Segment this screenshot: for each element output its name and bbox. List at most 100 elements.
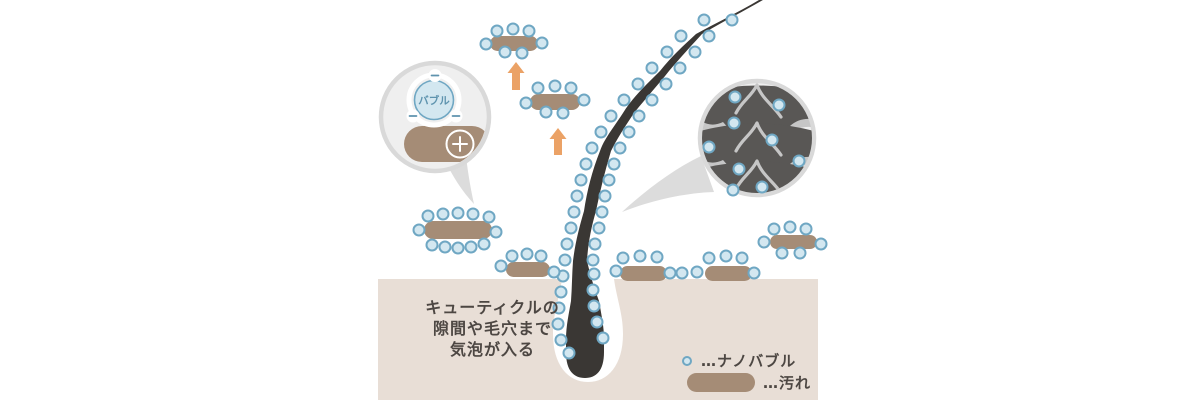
bubble-label: バブル — [418, 94, 450, 107]
nano-bubble — [421, 209, 435, 223]
nano-bubble — [498, 45, 512, 59]
dirt-capsule — [506, 262, 550, 277]
nano-bubble — [747, 266, 761, 280]
nano-bubble — [659, 77, 673, 91]
nano-bubble — [702, 29, 716, 43]
nano-bubble — [765, 133, 779, 147]
nano-bubble — [602, 173, 616, 187]
nano-bubble — [735, 251, 749, 265]
cuticle-closeup — [702, 83, 812, 193]
nano-bubble — [663, 266, 677, 280]
nano-bubble — [574, 173, 588, 187]
minus-charge-icon — [428, 69, 442, 82]
nano-bubble — [539, 105, 553, 119]
magnifier-right-tail — [622, 156, 714, 212]
cuticle-crack-line — [734, 83, 783, 119]
nano-bubble — [772, 98, 786, 112]
nano-bubble — [562, 346, 576, 360]
nano-bubble — [477, 237, 491, 251]
nano-bubble — [464, 240, 478, 254]
dirt-capsule — [490, 36, 538, 51]
caption: キューティクルの 隙間や毛穴まで 気泡が入る — [395, 297, 590, 360]
nano-bubble — [690, 265, 704, 279]
dirt-capsule — [620, 266, 667, 281]
legend-bubble-row: …ナノバブル — [682, 350, 796, 371]
nano-bubble — [592, 221, 606, 235]
nano-bubble — [564, 221, 578, 235]
nano-bubble — [688, 45, 702, 59]
nano-bubble — [585, 141, 599, 155]
dirt-capsule — [705, 266, 752, 281]
up-arrow — [549, 128, 567, 155]
arrows-layer — [507, 62, 567, 155]
nano-bubble — [554, 333, 568, 347]
nano-bubbles-layer — [412, 13, 828, 360]
nano-bubble — [570, 189, 584, 203]
nano-bubble — [650, 250, 664, 264]
legend-bubble-swatch — [682, 355, 692, 366]
nano-bubble — [594, 125, 608, 139]
nano-bubble — [515, 46, 529, 60]
nano-bubble — [727, 116, 741, 130]
nano-bubble — [697, 13, 711, 27]
caption-line: キューティクルの — [425, 298, 560, 317]
nano-bubble — [548, 79, 562, 93]
nano-bubble — [479, 37, 493, 51]
nano-bubble — [412, 223, 426, 237]
nano-bubble — [506, 22, 520, 36]
legend-dirt-swatch — [687, 373, 755, 392]
legend-bubble-label: …ナノバブル — [701, 352, 797, 370]
nano-bubble — [673, 61, 687, 75]
nano-bubble — [757, 235, 771, 249]
nano-bubble — [617, 93, 631, 107]
nano-bubble — [645, 93, 659, 107]
nano-bubble — [587, 299, 601, 313]
minus-charge-icon — [406, 109, 420, 123]
nano-bubble — [587, 267, 601, 281]
nano-bubble — [631, 77, 645, 91]
nano-bubble — [425, 238, 439, 252]
nano-bubble — [732, 162, 746, 176]
nano-bubble — [554, 285, 568, 299]
nano-bubble — [598, 189, 612, 203]
nano-bubble — [505, 249, 519, 263]
nano-bubble — [616, 251, 630, 265]
nano-bubble — [567, 205, 581, 219]
plus-charge-icon — [445, 129, 475, 159]
nano-bubble — [494, 259, 508, 273]
nano-bubble — [595, 205, 609, 219]
nano-bubble — [793, 246, 807, 260]
dirt-capsule — [770, 235, 817, 249]
nano-bubble — [674, 29, 688, 43]
nano-bubble — [560, 237, 574, 251]
nano-bubble — [482, 210, 496, 224]
nano-bubble — [451, 241, 465, 255]
dirt-capsule — [530, 94, 580, 110]
nano-bubble — [586, 253, 600, 267]
nano-bubble — [604, 109, 618, 123]
nano-bubble — [622, 125, 636, 139]
nano-bubble — [719, 249, 733, 263]
nano-bubble — [519, 96, 533, 110]
nano-bubble — [552, 301, 566, 315]
nano-bubble — [579, 157, 593, 171]
nano-bubble — [799, 222, 813, 236]
nano-bubble — [675, 266, 689, 280]
nano-bubble — [531, 81, 545, 95]
nano-bubble — [451, 206, 465, 220]
nano-bubble — [547, 265, 561, 279]
nano-bubble — [564, 81, 578, 95]
nano-bubble — [632, 109, 646, 123]
nano-bubble — [633, 249, 647, 263]
dirt-capsules-layer — [424, 36, 817, 281]
nano-bubble — [726, 183, 740, 197]
nano-bubble — [438, 240, 452, 254]
nano-bubble — [725, 13, 739, 27]
nano-bubble — [490, 24, 504, 38]
magnifier-left: バブル — [378, 60, 492, 204]
nano-bubble — [551, 317, 565, 331]
nano-bubble — [607, 157, 621, 171]
minus-charge-icons — [406, 69, 463, 123]
nano-bubble — [702, 251, 716, 265]
